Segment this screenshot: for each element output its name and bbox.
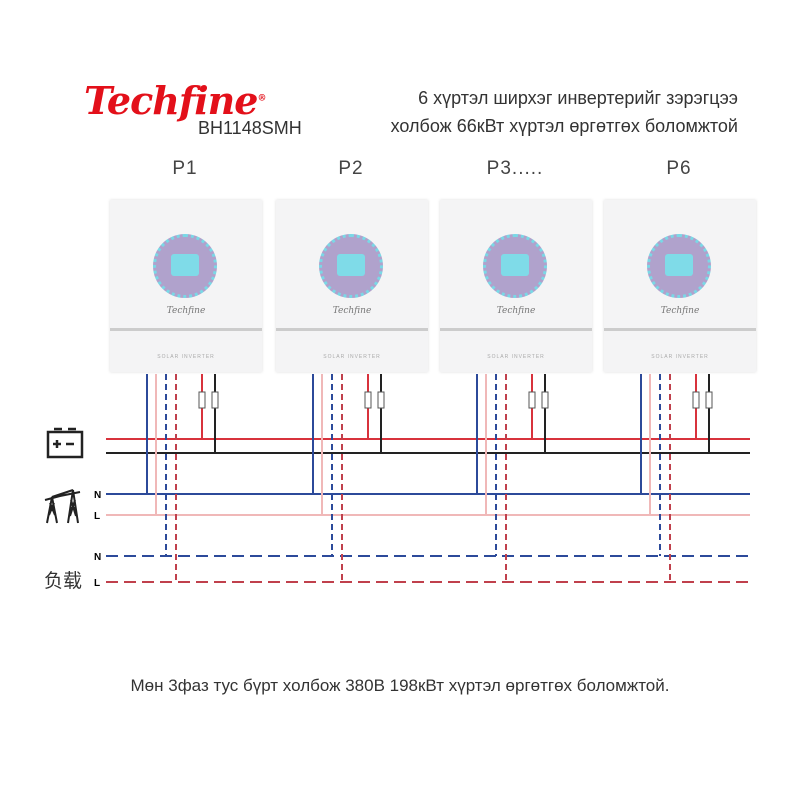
fuse-icon xyxy=(377,391,385,409)
inverter-brand: Techfine xyxy=(496,306,536,316)
techfine-logo: Techfine® xyxy=(84,78,266,123)
battery-icon xyxy=(46,427,84,459)
inverter-label: P3..... xyxy=(486,158,544,179)
heading-line-2: холбож 66кВт хүртэл өргөтгөх боломжтой xyxy=(390,116,738,136)
inverter-subtitle: SOLAR INVERTER xyxy=(487,354,545,360)
inverter-brand: Techfine xyxy=(332,306,372,316)
inverter-unit: Techfine SOLAR INVERTER xyxy=(440,200,592,372)
fuse-icon xyxy=(364,391,372,409)
load-n-label: N xyxy=(94,552,101,563)
fuse-icon xyxy=(211,391,219,409)
inverter-display xyxy=(483,234,547,298)
inverter-label: P1 xyxy=(172,158,198,179)
inverter-unit: Techfine SOLAR INVERTER xyxy=(604,200,756,372)
power-tower-icon xyxy=(44,489,81,524)
load-label: 负载 xyxy=(44,571,83,592)
inverter-unit: Techfine SOLAR INVERTER xyxy=(276,200,428,372)
inverter-label: P6 xyxy=(666,158,692,179)
inverter-brand: Techfine xyxy=(166,306,206,316)
fuse-icon xyxy=(541,391,549,409)
inverter-unit: Techfine SOLAR INVERTER xyxy=(110,200,262,372)
inverter-display xyxy=(647,234,711,298)
inverter-display xyxy=(153,234,217,298)
footer-text: Мөн 3фаз тус бүрт холбож 380В 198кВт хүр… xyxy=(130,676,670,695)
load-l-label: L xyxy=(94,578,100,589)
model-number: BH1148SMH xyxy=(198,118,302,138)
fuse-icon xyxy=(528,391,536,409)
grid-l-label: L xyxy=(94,511,100,522)
inverter-subtitle: SOLAR INVERTER xyxy=(157,354,215,360)
heading-line-1: 6 хүртэл ширхэг инвертерийг зэрэгцээ xyxy=(418,88,738,108)
inverter-label: P2 xyxy=(338,158,364,179)
fuse-icon xyxy=(705,391,713,409)
inverter-brand: Techfine xyxy=(660,306,700,316)
grid-n-label: N xyxy=(94,490,101,501)
fuse-icon xyxy=(692,391,700,409)
inverter-subtitle: SOLAR INVERTER xyxy=(323,354,381,360)
inverter-display xyxy=(319,234,383,298)
inverter-subtitle: SOLAR INVERTER xyxy=(651,354,709,360)
fuse-icon xyxy=(198,391,206,409)
